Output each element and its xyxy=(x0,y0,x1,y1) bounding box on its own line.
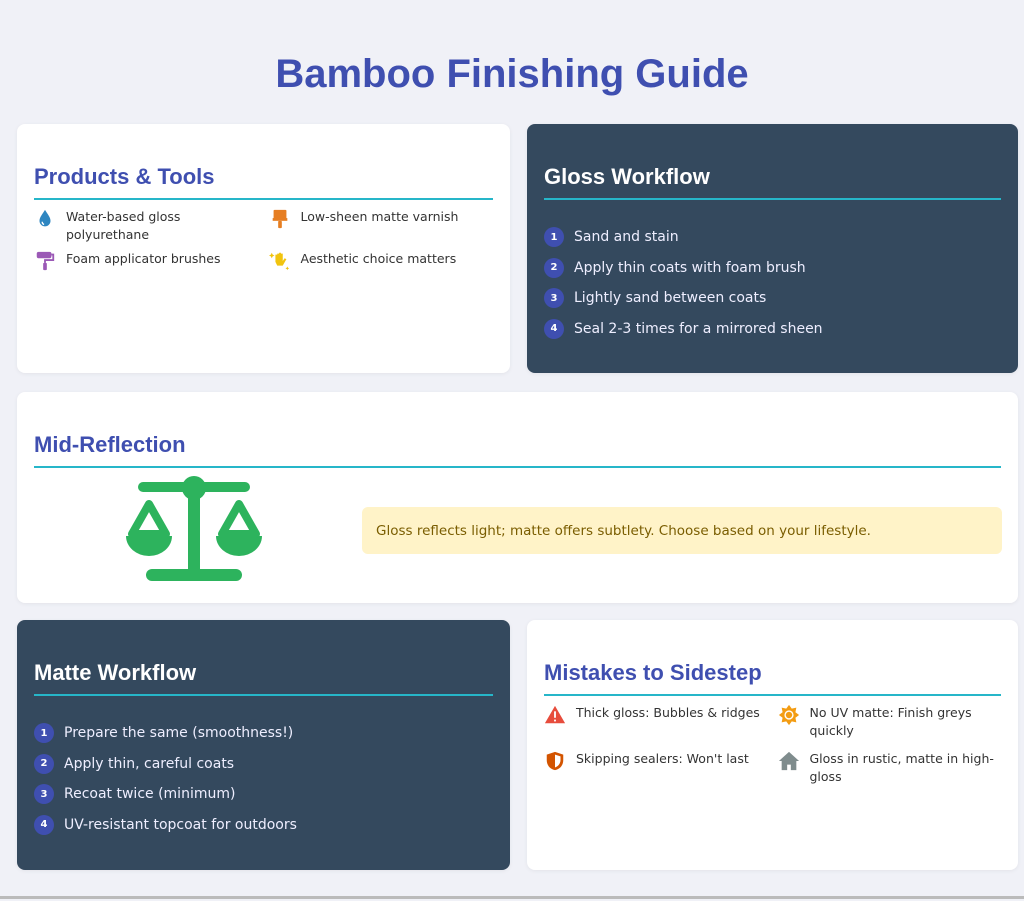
divider xyxy=(0,896,1024,899)
sparkle-hand-icon xyxy=(268,252,289,271)
water-drop-icon xyxy=(39,209,51,227)
list-item: Aesthetic choice matters xyxy=(268,250,494,272)
home-icon xyxy=(778,751,799,771)
list-item: No UV matte: Finish greys quickly xyxy=(778,704,1002,740)
list-item: Skipping sealers: Won't last xyxy=(544,750,768,786)
step-number: 1 xyxy=(544,227,564,248)
products-card: Products & Tools Water-based gloss polyu… xyxy=(17,124,510,373)
tip-note: Gloss reflects light; matte offers subtl… xyxy=(362,507,1002,554)
paint-roller-icon xyxy=(36,251,55,271)
page-title: Bamboo Finishing Guide xyxy=(275,52,749,96)
step-number: 4 xyxy=(34,814,54,835)
step-number: 4 xyxy=(544,318,564,339)
mid-heading: Mid-Reflection xyxy=(34,432,1001,468)
step-number: 1 xyxy=(34,723,54,744)
gloss-heading: Gloss Workflow xyxy=(544,164,1001,200)
step-number: 3 xyxy=(34,784,54,805)
list-item: Gloss in rustic, matte in high-gloss xyxy=(778,750,1002,786)
list-item: Low-sheen matte varnish xyxy=(269,208,494,244)
mistakes-heading: Mistakes to Sidestep xyxy=(544,660,1001,696)
step-number: 3 xyxy=(544,288,564,309)
step-number: 2 xyxy=(34,753,54,774)
list-item: Thick gloss: Bubbles & ridges xyxy=(544,704,768,740)
matte-heading: Matte Workflow xyxy=(34,660,493,696)
sun-icon xyxy=(778,704,799,726)
shield-icon xyxy=(546,751,564,771)
balance-scale-icon xyxy=(126,476,262,581)
products-heading: Products & Tools xyxy=(34,164,493,200)
mid-reflection-card: Mid-Reflection Gloss reflects light; mat… xyxy=(17,392,1018,603)
warning-icon xyxy=(544,705,566,724)
mistakes-card: Mistakes to Sidestep Thick gloss: Bubble… xyxy=(527,620,1018,870)
list-item: Foam applicator brushes xyxy=(34,250,259,272)
paintbrush-icon xyxy=(272,209,287,229)
list-item: Water-based gloss polyurethane xyxy=(34,208,259,244)
step-number: 2 xyxy=(544,257,564,278)
